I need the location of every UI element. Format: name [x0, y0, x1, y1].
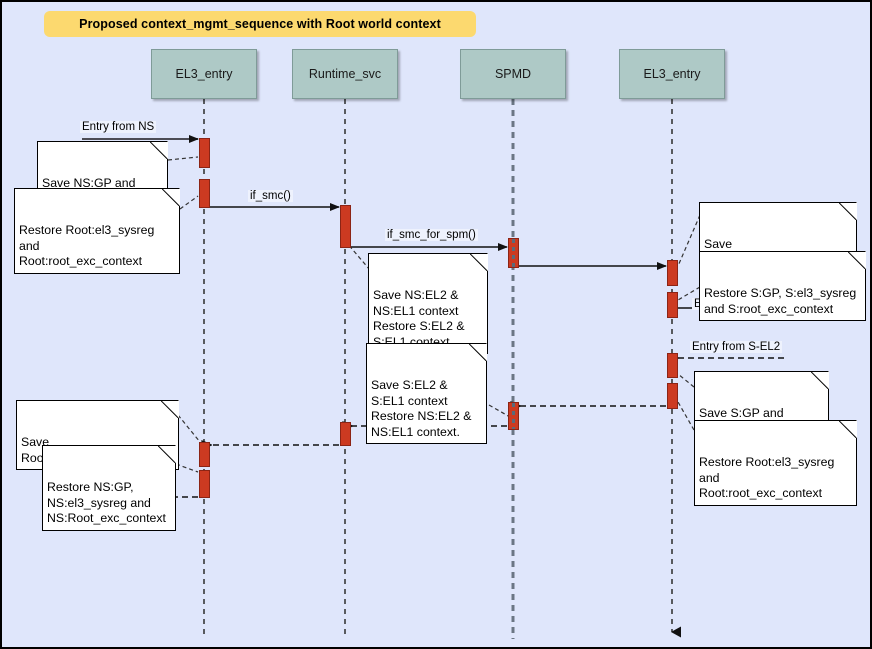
note-save-s-el2-restore-ns-el2: Save S:EL2 & S:EL1 context Restore NS:EL… — [366, 343, 487, 444]
activation-bar-runtime-svc-1 — [339, 205, 351, 248]
note-fold-icon — [158, 445, 176, 463]
note-text: Save S:EL2 & S:EL1 context Restore NS:EL… — [371, 378, 472, 439]
note-leader-9 — [177, 414, 201, 443]
note-leader-5 — [677, 286, 701, 301]
participant-spmd[interactable]: SPMD — [460, 49, 566, 99]
spmd-lifeline-dash-2 — [511, 403, 515, 429]
note-leader-4 — [677, 214, 701, 267]
note-text: Save NS:EL2 & NS:EL1 context Restore S:E… — [373, 288, 465, 349]
note-fold-icon — [162, 188, 180, 206]
note-leader-7 — [677, 373, 695, 388]
activation-bar-el3-left-2 — [198, 179, 210, 208]
note-text: Restore NS:GP, NS:el3_sysreg and NS:Root… — [47, 480, 166, 525]
message-label-if-smc-for-spm: if_smc_for_spm() — [385, 229, 478, 241]
activation-bar-el3-right-4 — [666, 383, 678, 409]
activation-bar-el3-left-3 — [198, 442, 210, 467]
message-label-entry-from-ns: Entry from NS — [80, 121, 157, 133]
note-fold-icon — [839, 202, 857, 220]
note-text: Restore S:GP, S:el3_sysreg and S:root_ex… — [704, 286, 857, 316]
activation-bar-el3-left-1 — [198, 138, 210, 168]
note-fold-icon — [848, 251, 866, 269]
diagram-title: Proposed context_mgmt_sequence with Root… — [44, 11, 476, 37]
note-text: Restore Root:el3_sysreg and Root:root_ex… — [19, 223, 155, 268]
message-label-if-smc: if_smc() — [248, 190, 293, 202]
activation-bar-el3-right-1 — [666, 260, 678, 286]
note-restore-root-el3-sysreg-right: Restore Root:el3_sysreg and Root:root_ex… — [694, 420, 857, 506]
activation-bar-spmd-2 — [507, 402, 519, 430]
note-leader-2 — [179, 195, 199, 210]
note-fold-icon — [161, 400, 179, 418]
activation-bar-el3-right-2 — [666, 292, 678, 318]
note-save-ns-el2-restore-s-el2: Save NS:EL2 & NS:EL1 context Restore S:E… — [368, 253, 488, 354]
activation-bar-spmd-1 — [507, 238, 519, 268]
activation-bar-el3-right-3 — [666, 353, 678, 378]
participant-el3-entry-right[interactable]: EL3_entry — [619, 49, 725, 99]
note-fold-icon — [811, 371, 829, 389]
note-leader-1 — [167, 156, 199, 161]
message-label-entry-from-s-el2: Entry from S-EL2 — [690, 341, 783, 353]
note-fold-icon — [470, 253, 488, 271]
note-restore-ns-gp: Restore NS:GP, NS:el3_sysreg and NS:Root… — [42, 445, 176, 531]
participant-el3-entry-left[interactable]: EL3_entry — [151, 49, 257, 99]
note-fold-icon — [839, 420, 857, 438]
note-fold-icon — [150, 141, 168, 159]
note-restore-s-gp: Restore S:GP, S:el3_sysreg and S:root_ex… — [699, 251, 866, 321]
note-leader-8 — [677, 401, 695, 431]
activation-bar-runtime-svc-2 — [339, 422, 351, 446]
note-leader-10 — [175, 463, 199, 473]
activation-bar-el3-left-4 — [198, 470, 210, 498]
note-fold-icon — [469, 343, 487, 361]
note-restore-root-el3-sysreg: Restore Root:el3_sysreg and Root:root_ex… — [14, 188, 180, 274]
note-text: Restore Root:el3_sysreg and Root:root_ex… — [699, 455, 835, 500]
spmd-lifeline-dash-1 — [511, 239, 515, 267]
participant-runtime-svc[interactable]: Runtime_svc — [292, 49, 398, 99]
